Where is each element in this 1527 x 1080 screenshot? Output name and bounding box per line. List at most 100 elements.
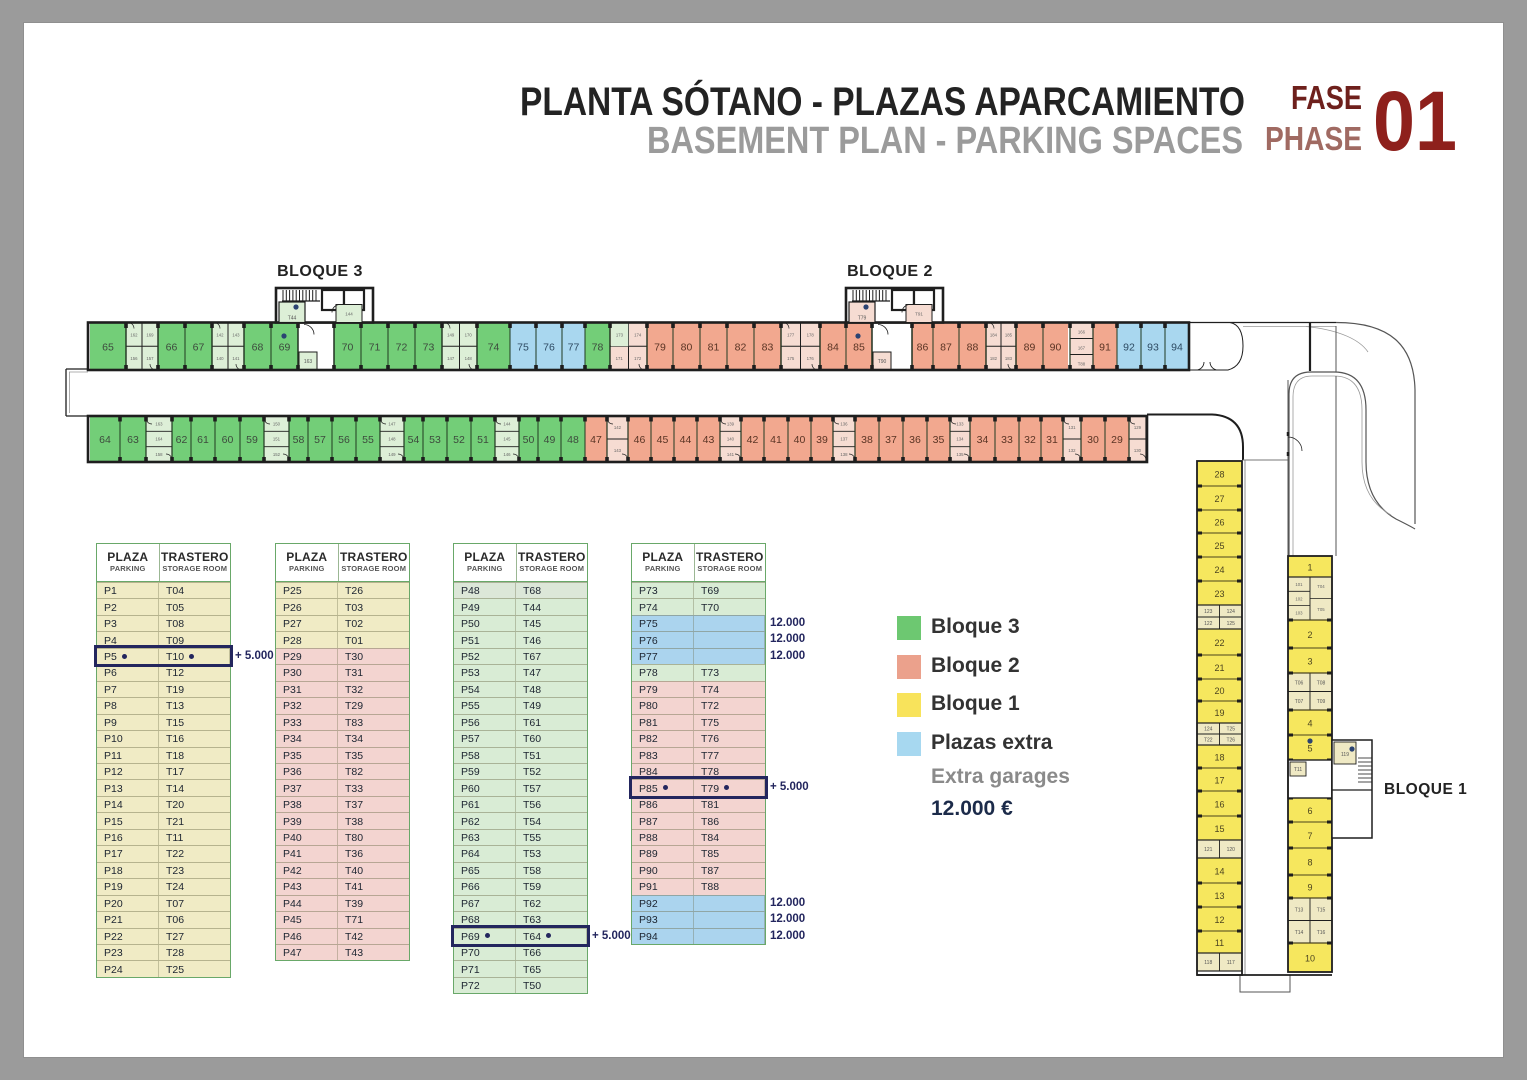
svg-text:148: 148: [388, 437, 396, 442]
svg-text:2: 2: [1307, 630, 1312, 640]
svg-text:PHASE: PHASE: [1265, 121, 1362, 158]
svg-text:33: 33: [1001, 434, 1013, 446]
svg-text:138: 138: [840, 452, 848, 457]
svg-text:129: 129: [1134, 425, 1142, 430]
svg-text:70: 70: [342, 341, 354, 353]
svg-text:17: 17: [1214, 776, 1224, 786]
svg-text:21: 21: [1214, 663, 1224, 673]
svg-text:149: 149: [447, 332, 455, 337]
svg-text:117: 117: [1227, 960, 1235, 966]
svg-text:144: 144: [345, 312, 353, 317]
svg-text:T09: T09: [1317, 699, 1326, 705]
svg-text:9: 9: [1307, 883, 1312, 893]
svg-text:148: 148: [465, 356, 473, 361]
svg-text:74: 74: [488, 341, 500, 353]
svg-text:37: 37: [885, 434, 897, 446]
svg-text:57: 57: [314, 434, 326, 446]
svg-text:65: 65: [102, 341, 114, 353]
svg-text:140: 140: [216, 356, 224, 361]
svg-text:T13: T13: [1295, 907, 1304, 913]
svg-text:44: 44: [680, 434, 692, 446]
svg-text:76: 76: [543, 341, 555, 353]
svg-text:24: 24: [1214, 565, 1224, 575]
svg-text:31: 31: [1046, 434, 1058, 446]
svg-text:144: 144: [503, 421, 511, 426]
svg-text:48: 48: [567, 434, 579, 446]
svg-text:T79: T79: [858, 316, 867, 322]
svg-text:15: 15: [1214, 824, 1224, 834]
svg-text:39: 39: [816, 434, 828, 446]
svg-text:125: 125: [1227, 621, 1236, 627]
svg-text:56: 56: [338, 434, 350, 446]
svg-text:62: 62: [176, 434, 188, 446]
svg-text:177: 177: [787, 332, 795, 337]
svg-text:50: 50: [523, 434, 535, 446]
svg-text:85: 85: [853, 341, 865, 353]
svg-text:BLOQUE 1: BLOQUE 1: [1384, 781, 1467, 798]
svg-text:73: 73: [423, 341, 435, 353]
svg-text:132: 132: [1068, 448, 1076, 453]
svg-text:T44: T44: [288, 316, 297, 322]
svg-text:41: 41: [770, 434, 782, 446]
svg-text:158: 158: [155, 452, 163, 457]
svg-text:178: 178: [807, 332, 815, 337]
svg-text:89: 89: [1024, 341, 1036, 353]
svg-text:12: 12: [1214, 915, 1224, 925]
svg-text:75: 75: [517, 341, 529, 353]
svg-text:11: 11: [1215, 938, 1224, 948]
svg-text:183: 183: [1005, 356, 1013, 361]
svg-text:10: 10: [1305, 954, 1315, 964]
svg-text:64: 64: [99, 434, 111, 446]
svg-text:93: 93: [1147, 341, 1159, 353]
svg-text:71: 71: [369, 341, 381, 353]
svg-text:124: 124: [1227, 609, 1236, 615]
svg-text:58: 58: [293, 434, 305, 446]
svg-text:T14: T14: [1295, 930, 1304, 936]
svg-text:22: 22: [1214, 638, 1224, 648]
svg-text:79: 79: [654, 341, 666, 353]
svg-text:T22: T22: [1204, 738, 1213, 744]
svg-text:124: 124: [1204, 727, 1213, 733]
svg-text:T07: T07: [1295, 699, 1304, 705]
svg-text:42: 42: [747, 434, 759, 446]
svg-text:54: 54: [408, 434, 420, 446]
svg-text:6: 6: [1307, 806, 1312, 816]
svg-text:185: 185: [1005, 332, 1013, 337]
svg-text:27: 27: [1214, 494, 1224, 504]
svg-text:87: 87: [940, 341, 952, 353]
svg-text:28: 28: [1214, 470, 1224, 480]
svg-text:67: 67: [193, 341, 205, 353]
svg-text:149: 149: [388, 452, 396, 457]
svg-text:146: 146: [503, 452, 511, 457]
svg-text:82: 82: [735, 341, 747, 353]
svg-text:142: 142: [614, 425, 622, 430]
svg-text:77: 77: [568, 341, 580, 353]
svg-text:134: 134: [956, 437, 964, 442]
svg-text:T90: T90: [878, 359, 887, 365]
svg-text:T88: T88: [1078, 362, 1086, 367]
svg-text:13: 13: [1214, 891, 1224, 901]
svg-text:T25: T25: [1226, 727, 1235, 733]
svg-text:66: 66: [166, 341, 178, 353]
svg-text:68: 68: [252, 341, 264, 353]
svg-text:45: 45: [657, 434, 669, 446]
svg-text:72: 72: [396, 341, 408, 353]
svg-text:133: 133: [956, 421, 964, 426]
svg-text:123: 123: [1204, 609, 1213, 615]
svg-text:35: 35: [933, 434, 945, 446]
svg-text:61: 61: [197, 434, 209, 446]
svg-text:173: 173: [616, 333, 624, 338]
svg-text:141: 141: [727, 452, 735, 457]
svg-text:BLOQUE 3: BLOQUE 3: [277, 263, 363, 280]
svg-text:T06: T06: [1295, 680, 1304, 686]
svg-text:169: 169: [146, 332, 154, 337]
svg-text:137: 137: [840, 437, 848, 442]
svg-text:170: 170: [465, 332, 473, 337]
svg-text:40: 40: [794, 434, 806, 446]
svg-text:172: 172: [634, 356, 642, 361]
svg-text:152: 152: [273, 452, 281, 457]
svg-text:7: 7: [1307, 831, 1312, 841]
svg-text:63: 63: [127, 434, 139, 446]
svg-text:T05: T05: [1317, 607, 1325, 612]
svg-text:49: 49: [544, 434, 556, 446]
